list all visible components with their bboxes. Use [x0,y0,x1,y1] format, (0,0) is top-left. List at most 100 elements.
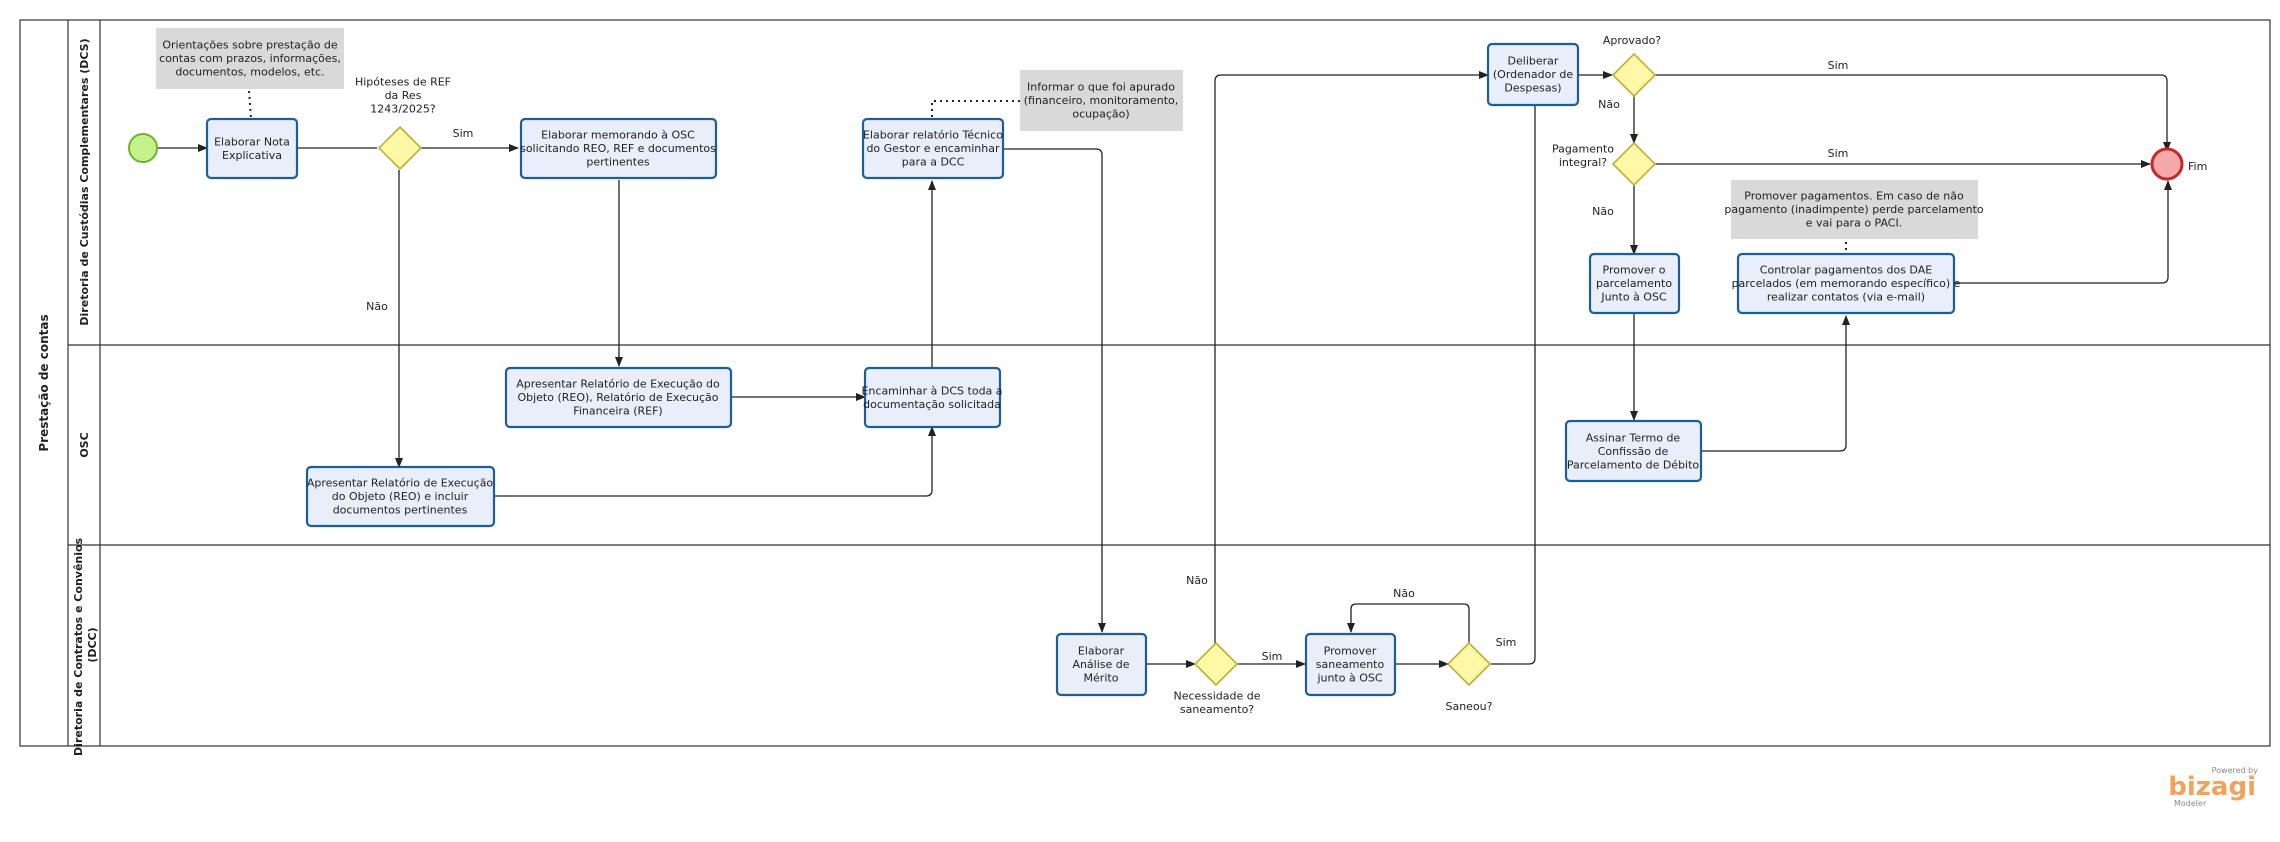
flow-label-sim: Sim [1262,650,1283,663]
lane-title-dcc-line: (DCC) [86,627,99,662]
label-line: Hipóteses de REF [355,76,451,89]
label-line: Deliberar [1508,55,1559,68]
flow-label-nao: Não [1598,98,1620,111]
flow-label-sim: Sim [1828,59,1849,72]
label-line: pertinentes [586,156,649,169]
label-line: 1243/2025? [370,103,436,116]
gateway-pagamento-integral[interactable] [1611,141,1657,187]
label-line: contas com prazos, informações, [159,52,341,65]
lane-dcs: Diretoria de Custódias Complementares (D… [78,38,91,325]
flow-label-nao: Não [1393,587,1415,600]
note-text: Informar o que foi apurado(financeiro, m… [1024,81,1179,121]
label-line: integral? [1559,156,1607,169]
lane-dcc: Diretoria de Contratos e Convênios (DCC) [72,537,99,756]
label-line: Apresentar Relatório de Execução [307,477,494,490]
label-line: Saneou? [1445,700,1492,713]
label-line: Elaborar relatório Técnico [863,129,1003,142]
label-line: solicitando REO, REF e documentos [520,142,716,155]
label-line: Mérito [1084,672,1119,685]
flow-label-sim: Sim [453,127,474,140]
label-line: Elaborar Nota [214,135,290,148]
gateway-hipoteses[interactable] [377,125,423,171]
start-event[interactable] [128,133,158,163]
label-line: Explicativa [222,149,282,162]
label-line: Pagamento [1552,142,1614,155]
label-line: do Objeto (REO) e incluir [332,490,469,503]
label-line: Aprovado? [1603,34,1661,47]
label-line: do Gestor e encaminhar [866,142,1000,155]
label-line: documentos pertinentes [333,504,468,517]
bizagi-logo: Powered by bizagi Modeler [2168,766,2258,808]
powered-by-text: Powered by [2212,766,2259,775]
label-line: Junto à OSC [1600,291,1667,304]
label-line: Apresentar Relatório de Execução do [516,378,720,391]
label-line: Despesas) [1504,82,1561,95]
associations [248,90,1847,254]
label-line: Necessidade de [1173,689,1260,702]
label-line: Financeira (REF) [573,405,662,418]
label-line: Elaborar [1078,645,1125,658]
gateway-necessidade-saneamento[interactable] [1193,641,1239,687]
label-line: (financeiro, monitoramento, [1024,94,1179,107]
label-line: Promover pagamentos. Em caso de não [1744,190,1964,203]
label-line: realizar contatos (via e-mail) [1767,291,1925,304]
label-line: Controlar pagamentos dos DAE [1760,264,1932,277]
flow-label-nao: Não [1186,574,1208,587]
label-line: Assinar Termo de [1586,432,1681,445]
label-line: Promover o [1603,264,1666,277]
label-line: Confissão de [1598,445,1669,458]
gateway-aprovado[interactable] [1611,52,1657,98]
gateway-saneou[interactable] [1446,641,1492,687]
brand-text: bizagi [2168,772,2256,802]
label-line: saneamento? [1180,703,1254,716]
label-line: parcelados (em memorando específico) e [1732,277,1961,290]
lane-title-dcc-line: Diretoria de Contratos e Convênios [72,537,85,756]
lane-osc: OSC [78,432,91,457]
label-line: e vai para o PACI. [1806,217,1902,230]
label-line: (Ordenador de [1493,68,1573,81]
sequence-flows [158,71,2172,668]
label-line: documentos, modelos, etc. [175,66,324,79]
flow-label-sim: Sim [1828,147,1849,160]
label-line: documentação solicitada [863,398,1001,411]
flow-label-sim: Sim [1496,636,1517,649]
end-event[interactable] [2150,147,2184,181]
label-line: Objeto (REO), Relatório de Execução [517,391,718,404]
lane-title-osc: OSC [78,432,91,457]
label-line: saneamento [1316,658,1385,671]
label-line: ocupação) [1072,108,1129,121]
label-line: junto à OSC [1316,672,1382,685]
label-line: Encaminhar à DCS toda a [861,384,1002,397]
